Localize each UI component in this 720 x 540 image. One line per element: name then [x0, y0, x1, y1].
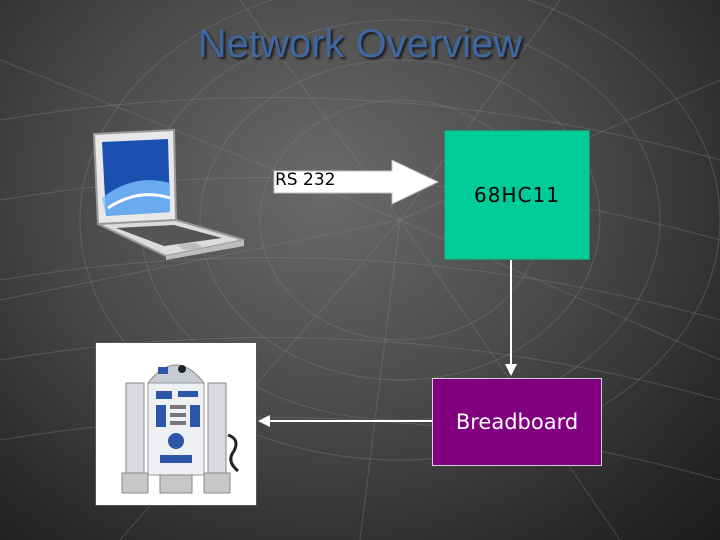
r2d2-robot-image: [96, 343, 256, 505]
rs232-label: RS 232: [275, 170, 336, 190]
robot-image: [95, 342, 257, 506]
slide-title: Network Overview: [197, 22, 523, 66]
node-breadboard-label: Breadboard: [455, 410, 579, 434]
laptop-icon: [92, 128, 245, 260]
node-breadboard: Breadboard: [432, 378, 602, 466]
node-68hc11-label: 68HC11: [474, 183, 560, 207]
node-68hc11: 68HC11: [444, 130, 590, 260]
